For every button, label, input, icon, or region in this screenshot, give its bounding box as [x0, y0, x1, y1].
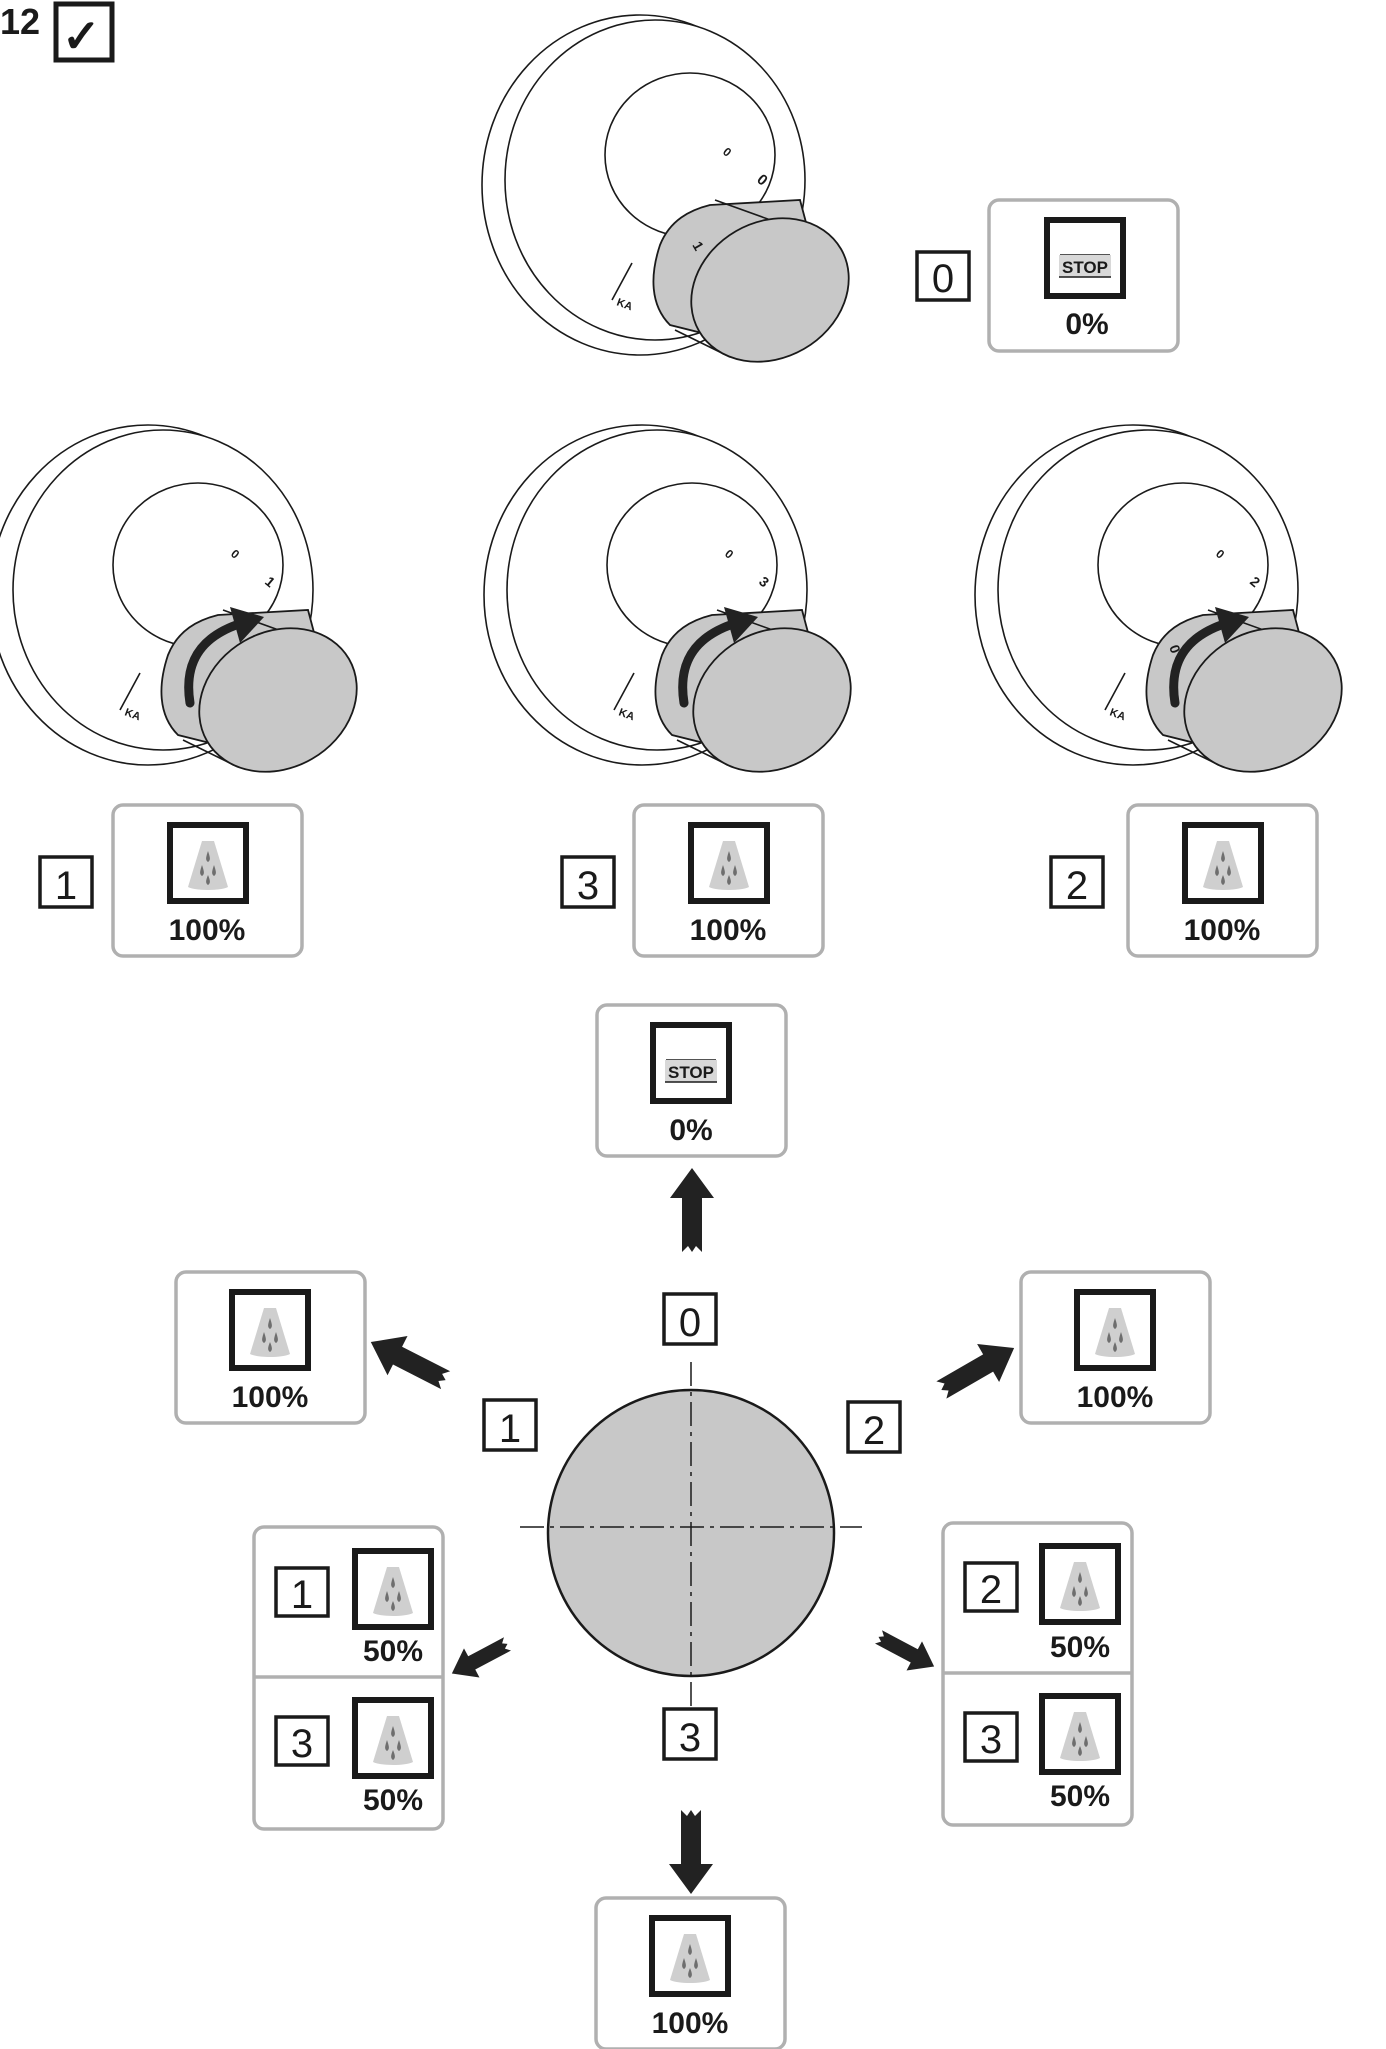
- percent-label: 100%: [1077, 1381, 1154, 1414]
- schema-panel-top: STOP 0%: [595, 1003, 788, 1158]
- shower-spray-icon: [1042, 1696, 1118, 1772]
- shower-spray-icon: [355, 1551, 431, 1627]
- svg-text:2: 2: [1066, 864, 1088, 908]
- position-box-left: 1: [38, 855, 94, 909]
- shower-spray-icon: [355, 1700, 431, 1776]
- position-box-middle: 3: [560, 855, 616, 909]
- percent-label: 0%: [1065, 308, 1108, 341]
- shower-spray-icon: [1185, 825, 1261, 901]
- knob-left: 0 1: [0, 424, 384, 801]
- figure-number: 12: [0, 1, 40, 42]
- position-box-3: 3: [963, 1711, 1019, 1763]
- status-panel-top: STOP 0%: [987, 198, 1180, 353]
- shower-spray-icon: [652, 1918, 728, 1994]
- direction-arrow-icon: [360, 1322, 456, 1400]
- schema-panel-lower-left: 1 50% 3 50%: [252, 1525, 445, 1831]
- schema-panel-bottom: 100%: [594, 1896, 787, 2049]
- svg-text:3: 3: [577, 864, 599, 908]
- knob-middle: 0 3: [483, 424, 878, 801]
- percent-label: 50%: [1050, 1780, 1110, 1813]
- svg-text:1: 1: [499, 1407, 521, 1451]
- status-panel-right: 100%: [1126, 803, 1319, 958]
- svg-text:1: 1: [55, 864, 77, 908]
- shower-spray-icon: [691, 825, 767, 901]
- shower-spray-icon: [170, 825, 246, 901]
- svg-text:2: 2: [863, 1409, 885, 1453]
- direction-arrow-icon: [670, 1168, 714, 1252]
- position-box-2: 2: [963, 1561, 1019, 1613]
- stop-icon: STOP: [1047, 220, 1123, 296]
- percent-label: 50%: [363, 1784, 423, 1817]
- position-box-right: 2: [1049, 855, 1105, 909]
- percent-label: 100%: [690, 914, 767, 947]
- svg-text:3: 3: [679, 1716, 701, 1760]
- svg-text:3: 3: [291, 1722, 313, 1766]
- stop-icon: STOP: [653, 1025, 729, 1101]
- position-box-3: 3: [274, 1715, 330, 1767]
- percent-label: 50%: [1050, 1631, 1110, 1664]
- svg-text:0: 0: [932, 257, 954, 301]
- direction-arrow-icon: [669, 1810, 713, 1894]
- shower-spray-icon: [1042, 1546, 1118, 1622]
- percent-label: 100%: [169, 914, 246, 947]
- svg-text:✓: ✓: [62, 10, 101, 62]
- status-panel-middle: 100%: [632, 803, 825, 958]
- percent-label: 100%: [1184, 914, 1261, 947]
- position-box-1: 1: [482, 1398, 538, 1452]
- percent-label: 50%: [363, 1635, 423, 1668]
- position-box-1: 1: [274, 1566, 330, 1618]
- schema-panel-right: 100%: [1019, 1270, 1212, 1425]
- svg-text:2: 2: [980, 1568, 1002, 1612]
- percent-label: 0%: [669, 1114, 712, 1147]
- svg-text:0: 0: [679, 1301, 701, 1345]
- position-box-top: 0: [915, 250, 971, 302]
- position-box-2: 2: [846, 1400, 902, 1454]
- knob-top-view: [520, 1362, 862, 1708]
- knob-top: 0 0 1: [481, 14, 876, 391]
- svg-text:1: 1: [291, 1573, 313, 1617]
- direction-arrow-icon: [870, 1622, 942, 1682]
- svg-text:3: 3: [980, 1718, 1002, 1762]
- check-icon: ✓: [53, 1, 115, 63]
- percent-label: 100%: [652, 2007, 729, 2040]
- svg-text:STOP: STOP: [1062, 258, 1108, 277]
- shower-spray-icon: [1077, 1292, 1153, 1368]
- schema-panel-lower-right: 2 50% 3 50%: [941, 1521, 1134, 1827]
- svg-text:STOP: STOP: [668, 1063, 714, 1082]
- direction-arrow-icon: [444, 1629, 516, 1689]
- position-box-3: 3: [662, 1707, 718, 1761]
- direction-arrow-icon: [930, 1328, 1026, 1410]
- schema-panel-left: 100%: [174, 1270, 367, 1425]
- shower-spray-icon: [232, 1292, 308, 1368]
- knob-right: 0 2 0: [974, 424, 1369, 801]
- status-panel-left: 100%: [111, 803, 304, 958]
- percent-label: 100%: [232, 1381, 309, 1414]
- position-box-0: 0: [662, 1292, 718, 1346]
